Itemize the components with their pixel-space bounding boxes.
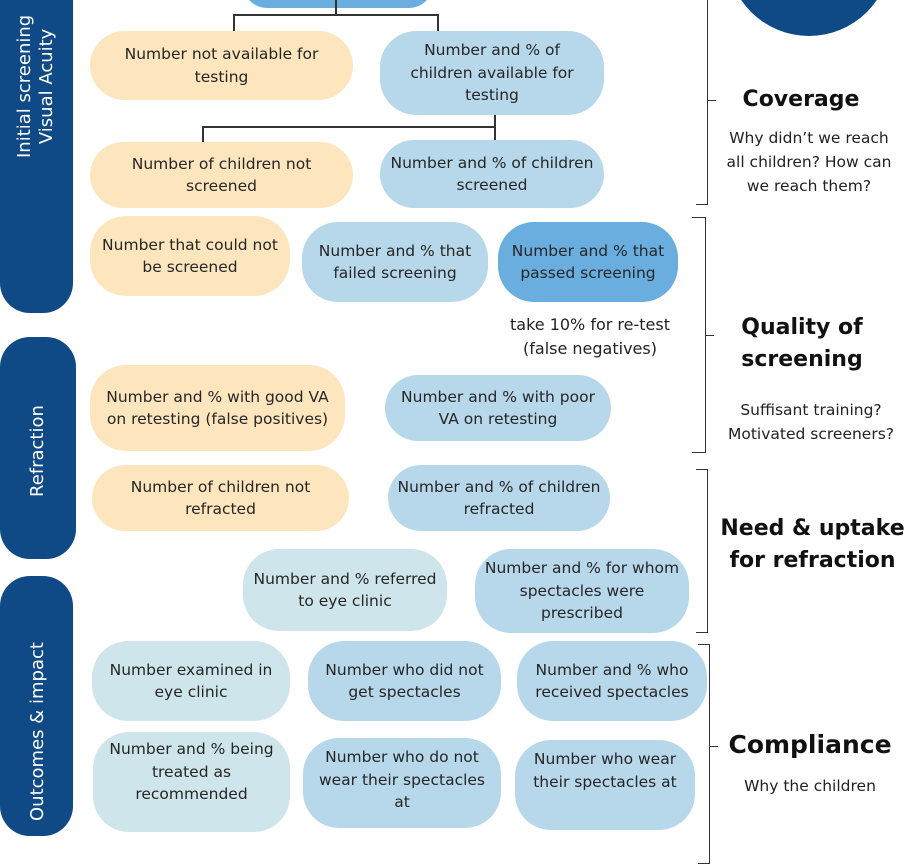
tab-refraction: Refraction [0, 337, 76, 559]
node-good-va: Number and % with good VA on retesting (… [90, 365, 345, 451]
bracket-compliance [698, 644, 710, 864]
node-refracted: Number and % of children refracted [388, 465, 610, 531]
connector-line [233, 14, 438, 16]
node-prescribed: Number and % for whom spectacles were pr… [475, 549, 689, 633]
connector-line [202, 126, 204, 142]
section-quality-desc: Suffisant training? Motivated screeners? [727, 401, 895, 443]
node-referred: Number and % referred to eye clinic [243, 549, 447, 631]
tab-initial-screening: Initial screening Visual Acuity [0, 0, 73, 313]
node-do-not-wear: Number who do not wear their spectacles … [303, 738, 501, 828]
node-being-treated: Number and % being treated as recommende… [93, 732, 290, 832]
node-poor-va: Number and % with poor VA on retesting [385, 375, 611, 441]
node-wear: Number who wear their spectacles at [515, 740, 695, 830]
node-available: Number and % of children available for t… [380, 31, 604, 115]
top-node-partial [243, 0, 433, 8]
node-received: Number and % who received spectacles [517, 641, 707, 721]
tab-initial-screening-label: Initial screening Visual Acuity [14, 14, 57, 158]
bracket-coverage-tick [708, 100, 716, 101]
retest-note: take 10% for re-test (false negatives) [509, 315, 670, 358]
node-not-available: Number not available for testing [90, 31, 353, 100]
connector-line [202, 126, 495, 128]
section-need-title: Need & uptake for refraction [720, 516, 905, 573]
section-coverage-desc: Why didn’t we reach all children? How ca… [726, 129, 892, 195]
bracket-coverage [696, 0, 708, 205]
bracket-quality [692, 217, 706, 453]
tab-outcomes-label: Outcomes & impact [27, 642, 48, 821]
connector-line [437, 14, 439, 31]
tab-refraction-label: Refraction [27, 405, 48, 497]
bracket-compliance-tick [710, 746, 718, 747]
section-compliance-title: Compliance [728, 730, 892, 759]
node-screened: Number and % of children screened [380, 140, 604, 208]
connector-line [335, 0, 337, 15]
section-coverage-title: Coverage [742, 87, 860, 112]
node-could-not-screen: Number that could not be screened [90, 216, 290, 296]
section-quality-title: Quality of screening [741, 315, 863, 372]
node-failed: Number and % that failed screening [302, 222, 488, 302]
logo-circle-icon [727, 0, 891, 36]
section-compliance-desc: Why the children [744, 777, 876, 795]
node-not-refracted: Number of children not refracted [92, 465, 349, 531]
node-not-screened: Number of children not screened [90, 142, 353, 208]
bracket-need [696, 469, 708, 633]
connector-line [233, 14, 235, 31]
tab-outcomes: Outcomes & impact [0, 576, 73, 836]
node-passed: Number and % that passed screening [498, 222, 678, 302]
bracket-quality-tick [706, 335, 714, 336]
node-examined: Number examined in eye clinic [92, 641, 290, 721]
node-did-not-get: Number who did not get spectacles [308, 641, 501, 721]
